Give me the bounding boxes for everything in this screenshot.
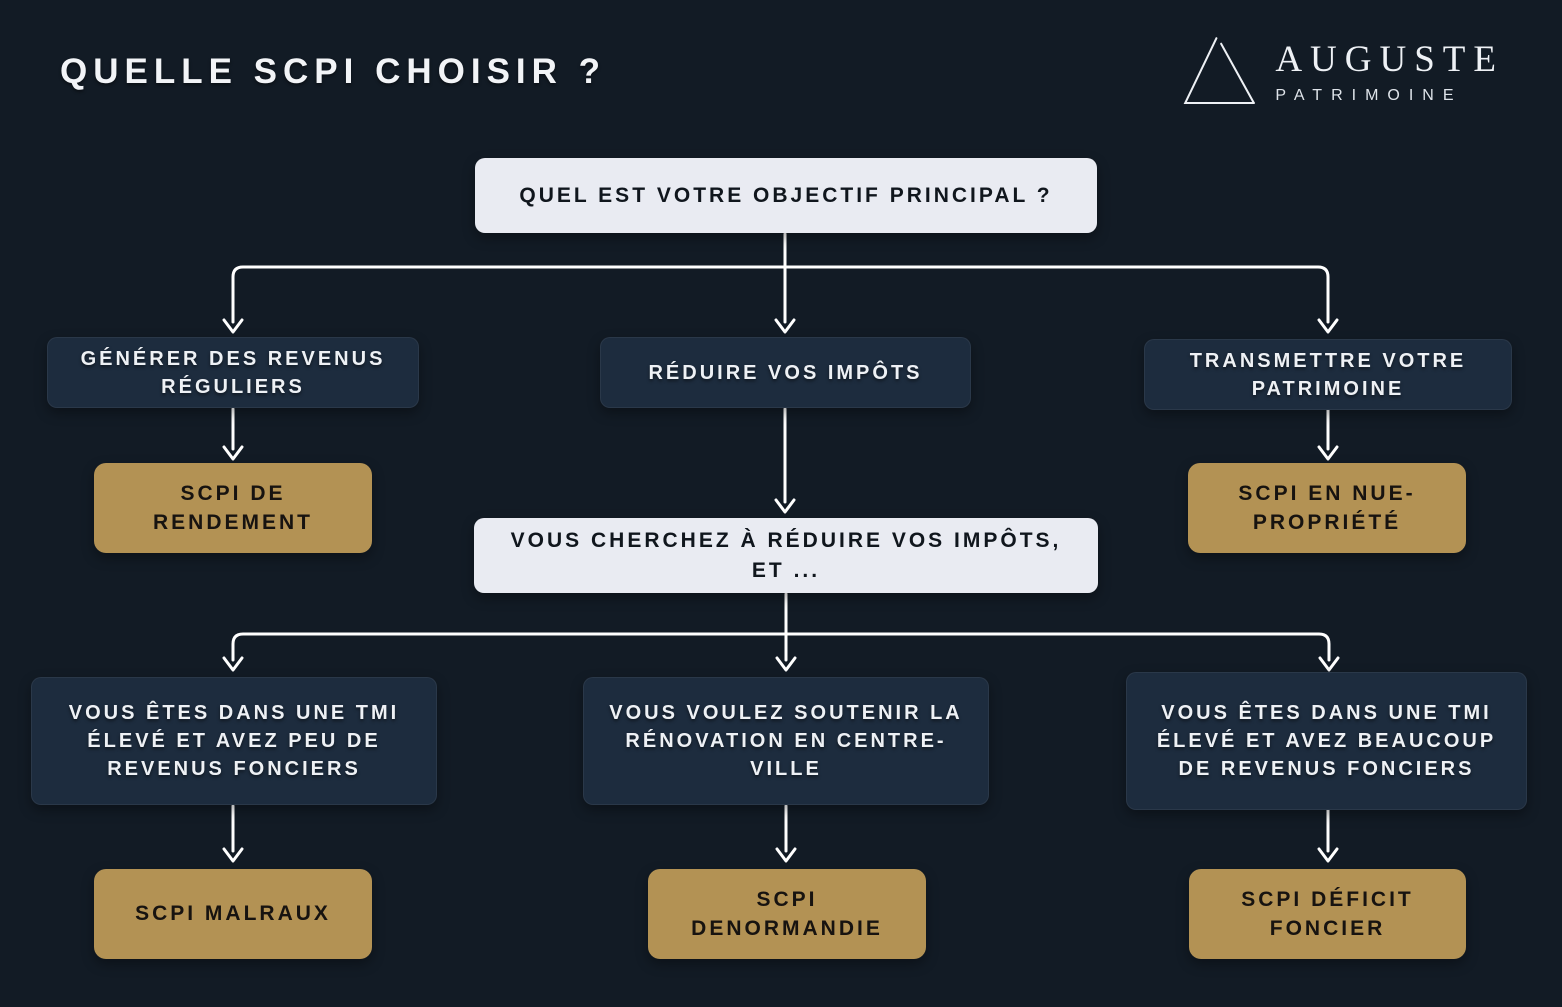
node-result-scpi-malraux: SCPI MALRAUX [94, 869, 372, 959]
node-question-objective: QUEL EST VOTRE OBJECTIF PRINCIPAL ? [475, 158, 1097, 233]
triangle-logo-icon [1183, 37, 1256, 104]
node-result-scpi-deficit-foncier: SCPI DÉFICIT FONCIER [1189, 869, 1466, 959]
brand-name: AUGUSTE [1275, 38, 1504, 80]
node-condition-renovation-centre-ville: VOUS VOULEZ SOUTENIR LA RÉNOVATION EN CE… [583, 677, 989, 805]
brand-subtitle: PATRIMOINE [1275, 86, 1463, 104]
node-branch-impots: RÉDUIRE VOS IMPÔTS [600, 337, 971, 408]
brand-text: AUGUSTE PATRIMOINE [1275, 38, 1504, 105]
brand-logo: AUGUSTE PATRIMOINE [1179, 30, 1504, 112]
node-question-reduire-impots: VOUS CHERCHEZ À RÉDUIRE VOS IMPÔTS, ET .… [474, 518, 1098, 593]
node-condition-tmi-peu-foncier: VOUS ÊTES DANS UNE TMI ÉLEVÉ ET AVEZ PEU… [31, 677, 437, 805]
node-result-scpi-rendement: SCPI DE RENDEMENT [94, 463, 372, 553]
node-branch-patrimoine: TRANSMETTRE VOTRE PATRIMOINE [1144, 339, 1512, 410]
page-title: QUELLE SCPI CHOISIR ? [60, 52, 607, 91]
node-condition-tmi-beaucoup-foncier: VOUS ÊTES DANS UNE TMI ÉLEVÉ ET AVEZ BEA… [1126, 672, 1527, 810]
node-result-scpi-nue-propriete: SCPI EN NUE-PROPRIÉTÉ [1188, 463, 1466, 553]
node-branch-revenus: GÉNÉRER DES REVENUS RÉGULIERS [47, 337, 419, 408]
node-result-scpi-denormandie: SCPI DENORMANDIE [648, 869, 926, 959]
